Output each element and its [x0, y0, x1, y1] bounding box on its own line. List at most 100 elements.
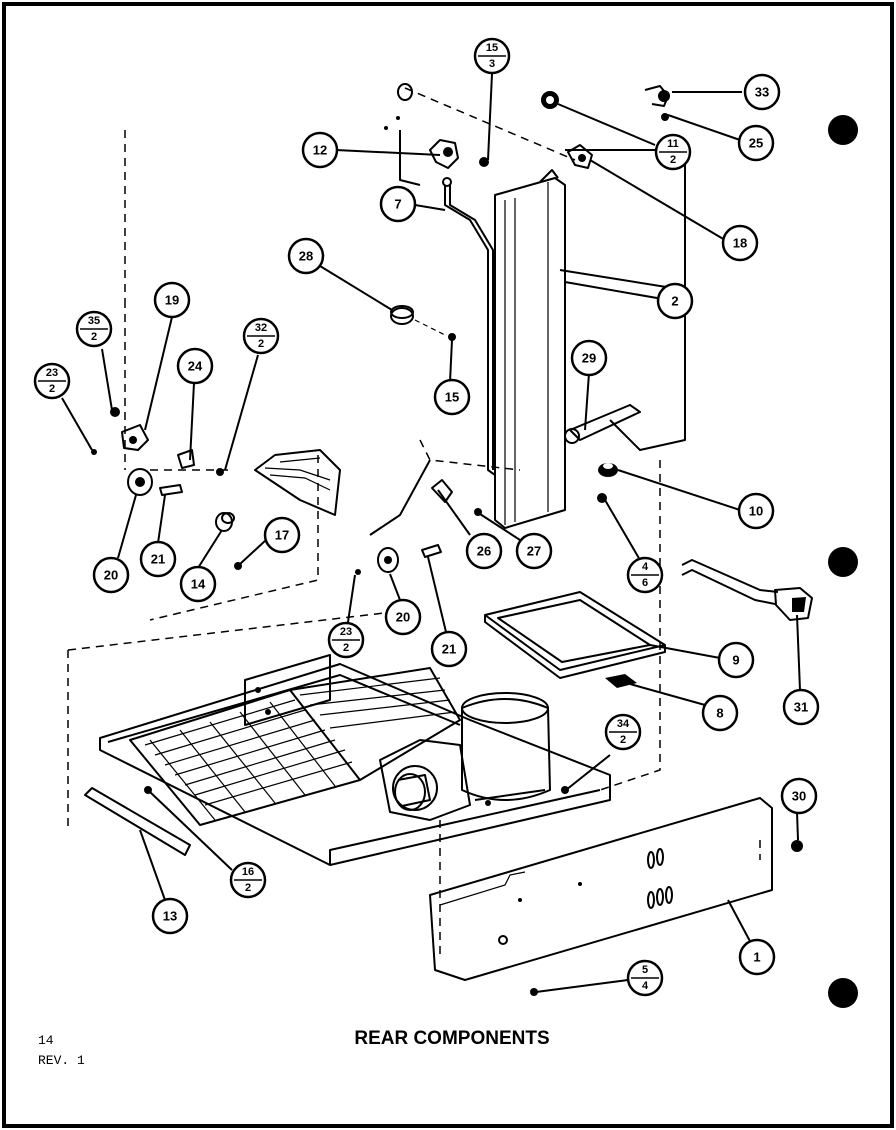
compressor [461, 692, 569, 806]
pad-8 [605, 674, 637, 688]
vertical-channel [494, 169, 566, 529]
roller-20-left [127, 468, 153, 496]
callout-9: 9 [717, 641, 755, 679]
svg-text:11: 11 [667, 138, 679, 150]
plug-28 [390, 305, 414, 325]
svg-text:15: 15 [445, 390, 459, 405]
callout-26: 26 [465, 532, 503, 570]
svg-text:20: 20 [396, 610, 410, 625]
screw-30 [791, 840, 803, 852]
svg-text:2: 2 [258, 338, 264, 350]
page-number: 14 [38, 1033, 54, 1048]
callout-21-left: 21 [139, 540, 177, 578]
divider-plate [244, 654, 331, 726]
svg-text:21: 21 [151, 552, 165, 567]
callout-21-right: 21 [430, 630, 468, 668]
callout-8: 8 [701, 694, 739, 732]
svg-text:8: 8 [716, 706, 723, 721]
svg-text:2: 2 [671, 294, 678, 309]
callout-15-3: 15 3 [473, 37, 511, 75]
svg-text:15: 15 [486, 42, 498, 54]
base-pan [99, 663, 611, 866]
screw-5 [530, 988, 538, 996]
callout-15: 15 [433, 378, 471, 416]
callout-18: 18 [721, 224, 759, 262]
svg-text:4: 4 [642, 561, 649, 573]
callout-4-6: 4 6 [626, 556, 664, 594]
clip-24 [177, 449, 195, 469]
svg-text:35: 35 [88, 315, 100, 327]
callout-5-4: 5 4 [626, 959, 664, 997]
svg-text:18: 18 [733, 236, 747, 251]
power-cord-31 [681, 559, 813, 621]
valve-33 [644, 85, 670, 107]
svg-text:28: 28 [299, 249, 313, 264]
axle-21-right [421, 544, 442, 558]
svg-text:2: 2 [343, 642, 349, 654]
svg-text:19: 19 [165, 293, 179, 308]
callout-29: 29 [570, 339, 608, 377]
callout-25: 25 [737, 124, 775, 162]
svg-text:12: 12 [313, 143, 327, 158]
condenser-fan [379, 739, 471, 821]
svg-text:23: 23 [46, 367, 58, 379]
callout-7: 7 [379, 185, 417, 223]
rear-wall-panel [369, 130, 686, 536]
clamp-26 [431, 479, 453, 503]
binder-hole-middle [828, 547, 858, 577]
svg-text:16: 16 [242, 866, 254, 878]
callout-20-right: 20 [384, 598, 422, 636]
callout-1: 1 [738, 938, 776, 976]
svg-text:33: 33 [755, 85, 769, 100]
callout-11-2: 11 2 [654, 133, 692, 171]
screw-32 [216, 468, 224, 476]
bracket-13 [84, 786, 191, 856]
clip-14 [215, 512, 235, 532]
callout-34-2: 34 2 [604, 713, 642, 751]
callout-23-2-left: 23 2 [33, 362, 71, 400]
screw-23-left [91, 449, 97, 455]
svg-text:25: 25 [749, 136, 763, 151]
grommet-10 [598, 463, 618, 477]
svg-text:24: 24 [188, 359, 203, 374]
callout-23-2-right: 23 2 [327, 621, 365, 659]
callout-35-2: 35 2 [75, 310, 113, 348]
svg-text:34: 34 [617, 718, 630, 730]
svg-text:29: 29 [582, 351, 596, 366]
svg-text:6: 6 [642, 577, 648, 589]
svg-text:5: 5 [642, 964, 648, 976]
svg-text:10: 10 [749, 504, 763, 519]
svg-text:9: 9 [732, 653, 739, 668]
callout-24: 24 [176, 347, 214, 385]
diagram-title: REAR COMPONENTS [354, 1028, 549, 1049]
callout-30: 30 [780, 777, 818, 815]
svg-text:32: 32 [255, 322, 267, 334]
bracket-19 [121, 424, 149, 451]
svg-text:3: 3 [489, 58, 495, 70]
binder-hole-top [828, 115, 858, 145]
svg-text:17: 17 [275, 528, 289, 543]
svg-text:7: 7 [394, 197, 401, 212]
screw-15 [448, 333, 456, 341]
callout-32-2: 32 2 [242, 317, 280, 355]
access-cover-1 [429, 797, 773, 981]
callout-13: 13 [151, 897, 189, 935]
callout-14: 14 [179, 565, 217, 603]
svg-text:26: 26 [477, 544, 491, 559]
svg-text:1: 1 [753, 950, 760, 965]
heater-29 [564, 404, 641, 444]
roller-20-right [377, 547, 399, 573]
drain-pan-9 [484, 591, 666, 679]
svg-text:2: 2 [245, 882, 251, 894]
callout-28: 28 [287, 237, 325, 275]
axle-21-left [159, 484, 183, 496]
svg-text:30: 30 [792, 789, 806, 804]
callout-27: 27 [515, 532, 553, 570]
callout-16-2: 16 2 [229, 861, 267, 899]
grommet-11 [541, 91, 559, 109]
svg-text:31: 31 [794, 700, 808, 715]
callout-17: 17 [263, 516, 301, 554]
drain-trough [254, 449, 341, 516]
